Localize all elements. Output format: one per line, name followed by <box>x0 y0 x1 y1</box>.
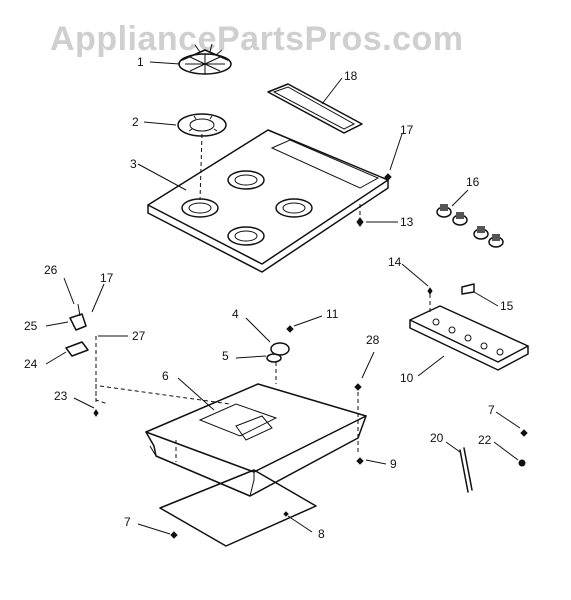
leader-lines <box>45 61 521 535</box>
bottom-panel-8 <box>159 469 317 547</box>
callout-14: 14 <box>388 255 402 269</box>
callout-4: 4 <box>232 307 239 321</box>
trim-strip-18 <box>267 83 363 134</box>
callout-17-top: 17 <box>400 123 414 137</box>
callout-17-left: 17 <box>100 271 114 285</box>
callout-5: 5 <box>222 349 229 363</box>
callout-numbers: 1 2 3 18 17 13 16 14 15 10 26 17 25 27 2… <box>24 55 514 541</box>
callout-26: 26 <box>44 263 58 277</box>
callout-18: 18 <box>344 69 358 83</box>
manifold-10 <box>409 305 529 371</box>
callout-28: 28 <box>366 333 380 347</box>
knobs-16 <box>436 204 504 248</box>
callout-25: 25 <box>24 319 38 333</box>
igniter-assembly <box>65 303 231 417</box>
screw-14 <box>427 287 433 312</box>
burner-base-4-5 <box>266 325 294 384</box>
callout-16: 16 <box>466 175 480 189</box>
burner-cap-1 <box>178 43 232 75</box>
clip-15 <box>461 283 475 295</box>
callout-13: 13 <box>400 215 414 229</box>
callout-8: 8 <box>318 527 325 541</box>
callout-20: 20 <box>430 431 444 445</box>
callout-27: 27 <box>132 329 146 343</box>
callout-10: 10 <box>400 371 414 385</box>
burner-ring-2 <box>177 113 227 137</box>
callout-7-bottom: 7 <box>124 515 131 529</box>
callout-7-right: 7 <box>488 403 495 417</box>
screw-13 <box>356 204 364 227</box>
callout-2: 2 <box>132 115 139 129</box>
callout-6: 6 <box>162 369 169 383</box>
callout-22: 22 <box>478 433 492 447</box>
screw-17-top <box>384 173 392 181</box>
callout-11: 11 <box>326 307 339 321</box>
callout-23: 23 <box>54 389 68 403</box>
burner-box-6 <box>145 383 367 497</box>
callout-3: 3 <box>130 157 137 171</box>
watermark: AppliancePartsPros.com <box>50 20 463 58</box>
callout-9: 9 <box>390 457 397 471</box>
callout-1: 1 <box>137 55 144 69</box>
callout-24: 24 <box>24 357 38 371</box>
callout-15: 15 <box>500 299 514 313</box>
cooktop-3 <box>147 129 389 273</box>
rod-20-22 <box>459 429 528 493</box>
